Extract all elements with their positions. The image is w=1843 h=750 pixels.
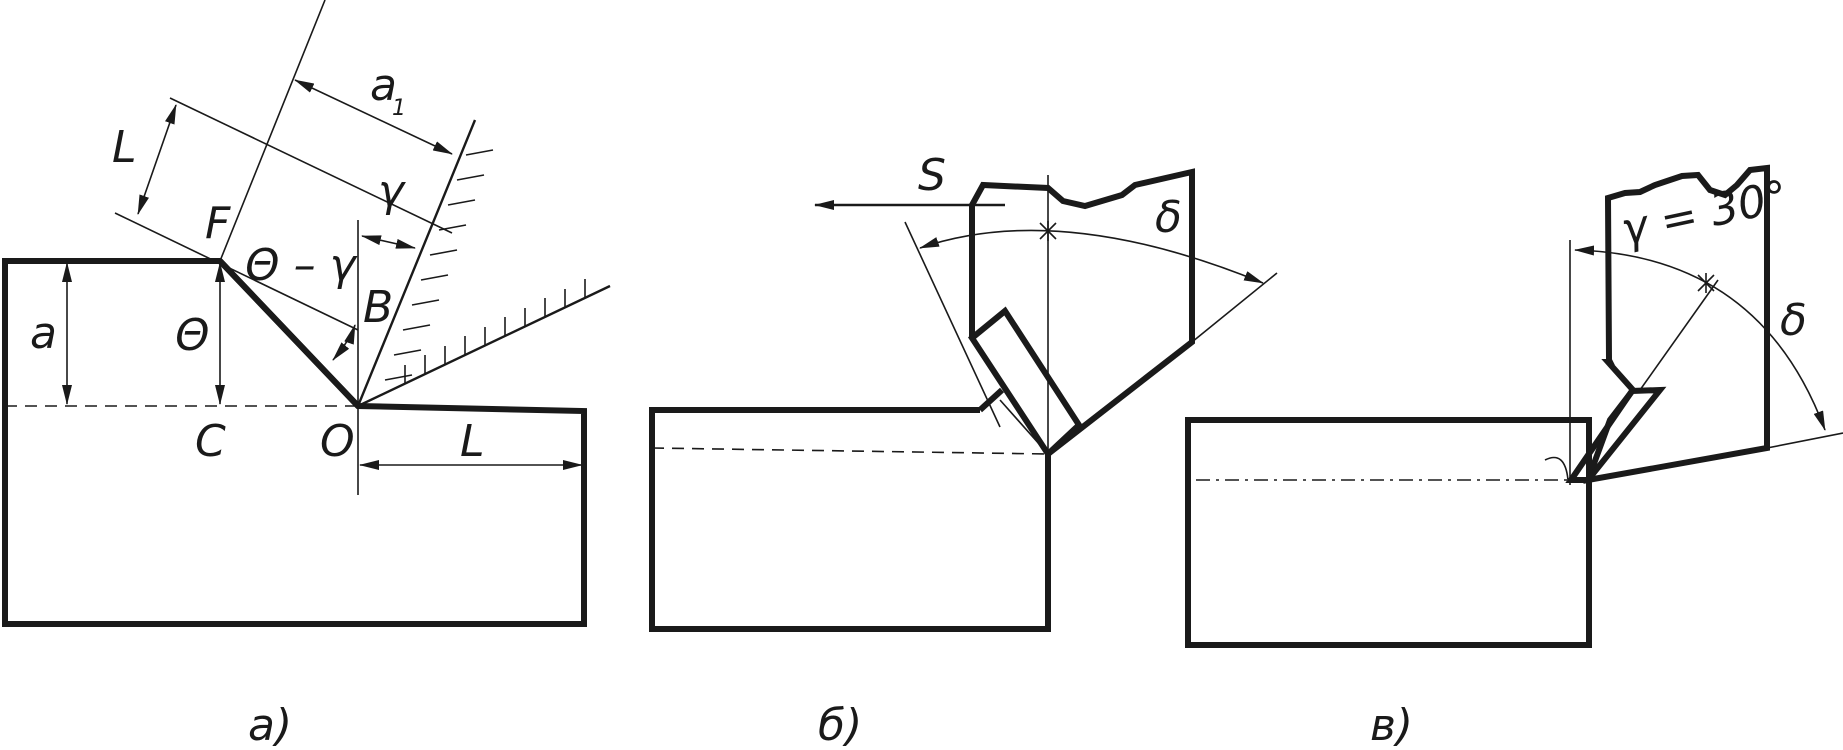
workpiece-b-step [977,387,1005,413]
delta-arc-b [919,229,1264,284]
label-b: B [363,282,393,333]
workpiece-b [649,407,1051,632]
label-l-bottom: L [460,416,485,467]
tool-flank-face [357,284,611,408]
star-mark-c [1697,273,1715,293]
chip-top-ext [169,97,453,234]
star-mark-b [1039,221,1057,241]
corner-arc-c [1544,456,1569,481]
label-theta: Θ [175,310,210,361]
delta-arc-c [1574,245,1826,431]
cut-depth-line-b [651,447,1049,455]
caption-b: б) [818,700,862,750]
chip-upper-line [219,0,326,262]
label-l-top: L [112,122,137,173]
shear-plane-line [217,258,361,409]
label-gamma: γ [378,166,406,217]
ref-line-slant-c [1639,279,1719,391]
label-delta-c: δ [1780,295,1807,346]
ref-line-flank-c [1766,432,1843,449]
label-s: S [918,150,946,201]
panel-a: а а 1 L F Θ Θ – γ γ B C O L а) [2,0,611,750]
dim-theta-gamma-arc [332,324,356,361]
tool-rake-face [356,119,477,407]
panel-c: γ = 30° δ в) [1185,164,1843,750]
caption-c: в) [1370,700,1413,750]
label-a: а [30,308,57,359]
label-theta-minus-gamma: Θ – γ [245,240,358,291]
panel-b: S δ б) [649,150,1278,750]
ref-line-flank-b [1191,272,1278,343]
label-f: F [205,198,231,249]
workpiece-a [2,258,587,627]
chip-thickness-ext [114,212,359,331]
label-o: O [320,416,355,467]
workpiece-c [1185,417,1592,648]
label-a1: а [370,60,397,111]
tool-body-b [969,168,1195,457]
ref-line-diag-b [999,399,1049,455]
label-a1-sub: 1 [392,96,406,121]
rake-face-hatching [384,149,494,381]
dim-a1 [294,79,453,155]
label-c: C [195,416,226,467]
caption-a: а) [248,700,292,750]
tool-insert-b [968,306,1083,459]
dim-gamma [361,235,416,249]
dim-l-top [137,104,177,215]
label-delta-b: δ [1155,192,1182,243]
flank-face-hatching [404,279,586,384]
